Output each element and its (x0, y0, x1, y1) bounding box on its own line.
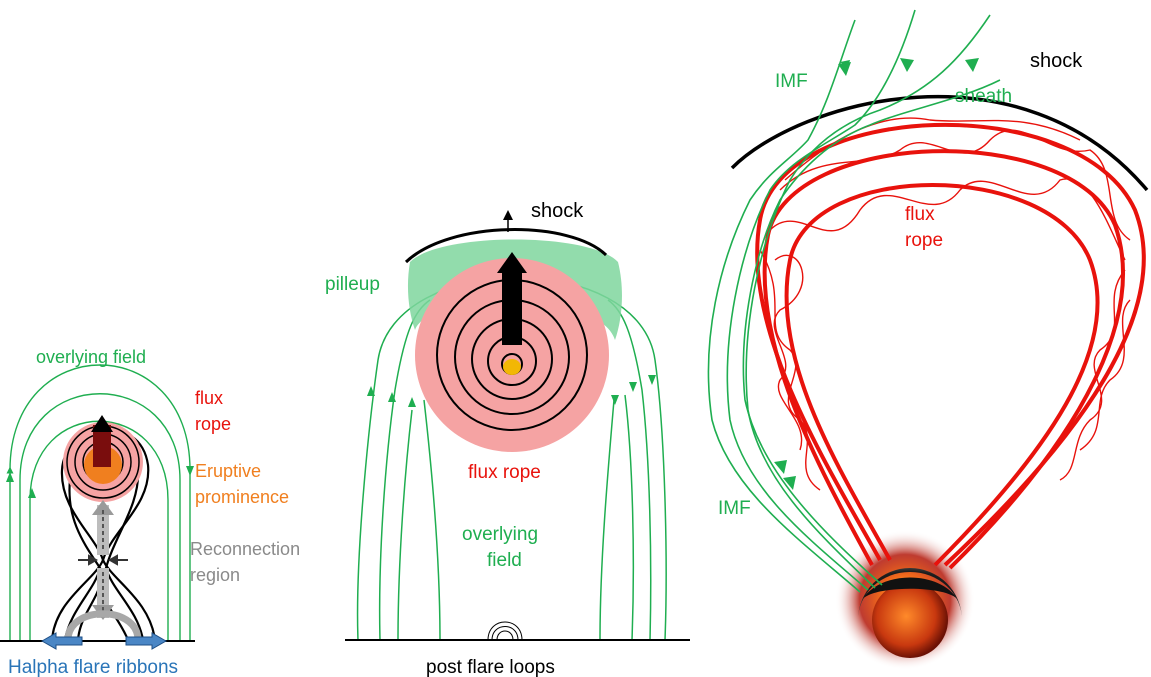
label-shock: shock (1030, 50, 1083, 72)
overlying-field-line (423, 399, 441, 641)
occulter-shadow (862, 577, 958, 600)
label-prominence: prominence (195, 487, 289, 507)
label-sheath: sheath (955, 86, 1012, 107)
label-imf-top: IMF (775, 71, 808, 92)
label-flux: flux (905, 204, 935, 225)
imf-direction-arrows (774, 58, 979, 490)
label-flux: flux (195, 388, 223, 408)
post-flare-arcade (64, 610, 142, 641)
ribbon-arrows (40, 632, 168, 650)
field-arrow (6, 472, 14, 482)
ribbon-arrow-right (125, 632, 168, 650)
overlying-field-line (19, 393, 181, 640)
post-flare-loops (487, 621, 523, 641)
label-imf-bottom: IMF (718, 498, 751, 519)
left-panel: overlying field flux rope Eruptive promi… (0, 347, 300, 677)
inflow-arrows (78, 554, 128, 566)
overlying-field-line (607, 299, 652, 641)
field-arrow (28, 488, 36, 498)
overlying-field-line (624, 394, 635, 641)
label-pileup: pilleup (325, 274, 380, 295)
flux-rope-tangled-lines (759, 117, 1131, 491)
shock-front (404, 228, 608, 264)
field-arrow (186, 466, 194, 476)
rope-motion-arrow-head (91, 415, 113, 432)
overlying-field-line (397, 409, 413, 641)
sun-disk (872, 582, 948, 658)
label-post-flare-loops: post flare loops (426, 657, 555, 677)
rope-motion-arrow-head (497, 252, 527, 273)
field-direction-arrows (6, 466, 194, 498)
label-reconnection: Reconnection (190, 539, 300, 559)
middle-panel: shock pilleup flux rope overlying field … (325, 200, 690, 677)
overlying-field-line (6, 364, 194, 640)
reconnection-outflow (92, 500, 114, 620)
overlying-field-line (599, 399, 615, 641)
label-flux-rope: flux rope (468, 462, 541, 483)
label-eruptive: Eruptive (195, 461, 261, 481)
prominence-core (503, 359, 521, 375)
label-rope: rope (905, 230, 943, 251)
label-field: field (487, 550, 522, 571)
shock-front (730, 95, 1149, 192)
label-overlying-field: overlying field (36, 347, 146, 367)
imf-field-lines (707, 9, 1001, 593)
label-overlying: overlying (462, 524, 538, 545)
label-halpha-ribbons: Halpha flare ribbons (8, 657, 178, 677)
flux-rope-outline (755, 123, 1146, 570)
label-shock: shock (531, 200, 584, 222)
ribbon-arrow-left (40, 632, 83, 650)
label-region: region (190, 565, 240, 585)
right-panel: shock sheath IMF flux rope IMF (707, 9, 1149, 670)
label-rope: rope (195, 414, 231, 434)
field-direction-arrows (367, 375, 656, 407)
rope-motion-arrow-shaft (502, 270, 522, 345)
rope-motion-arrow-shaft (93, 425, 111, 467)
